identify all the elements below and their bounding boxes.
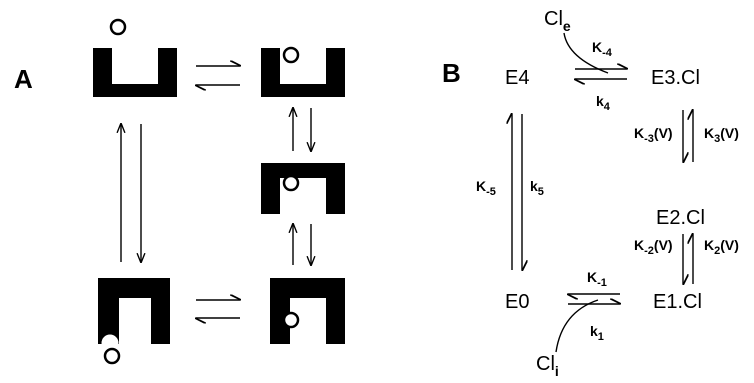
rate-k2: K2(V) <box>704 237 739 257</box>
ion-circle <box>109 18 127 36</box>
transporter-outward-open-bound <box>261 46 345 97</box>
state-e0: E0 <box>505 291 529 313</box>
ion-cl-internal: Cli <box>536 353 559 379</box>
ion-cl-external: Cle <box>544 8 571 34</box>
panel-b-label: B <box>442 58 461 88</box>
transporter-inward-open-bound <box>270 278 345 344</box>
ion-circle <box>282 311 300 329</box>
rate-k-minus5: K-5 <box>476 178 496 198</box>
equilibrium-arrows-top <box>196 66 240 85</box>
transporter-occluded-bound <box>261 163 345 214</box>
panel-a-label: A <box>14 64 33 94</box>
rate-k3: K3(V) <box>704 125 739 145</box>
rate-k-minus2: K-2(V) <box>634 237 673 257</box>
transition-e0-e1 <box>555 294 620 353</box>
transporter-outward-open-empty <box>93 18 177 97</box>
transition-e3-e2 <box>683 110 693 162</box>
ion-circle <box>282 46 300 64</box>
rate-k1: k1 <box>590 323 604 343</box>
rate-k4: k4 <box>596 93 611 113</box>
equilibrium-arrows-left <box>121 124 141 262</box>
state-e4: E4 <box>505 67 529 89</box>
transition-e4-e0 <box>512 114 522 270</box>
equilibrium-arrows-right-upper <box>293 108 311 151</box>
transporter-inward-open-empty <box>98 278 170 365</box>
ion-binding-curve <box>555 299 599 353</box>
rate-k5: k5 <box>530 178 544 198</box>
ion-circle <box>103 347 121 365</box>
equilibrium-arrows-right-lower <box>293 224 311 265</box>
transition-e4-e3 <box>563 32 627 79</box>
rate-k-minus3: K-3(V) <box>634 125 673 145</box>
state-e3-cl: E3.Cl <box>651 67 700 89</box>
ion-circle <box>282 174 300 192</box>
transition-e2-e1 <box>683 234 693 284</box>
equilibrium-arrows-bottom <box>196 300 240 318</box>
state-e1-cl: E1.Cl <box>653 291 702 313</box>
ion-binding-curve <box>563 32 609 74</box>
rate-k-minus4: K-4 <box>592 39 613 59</box>
rate-k-minus1: K-1 <box>587 269 607 289</box>
state-e2-cl: E2.Cl <box>656 207 705 229</box>
